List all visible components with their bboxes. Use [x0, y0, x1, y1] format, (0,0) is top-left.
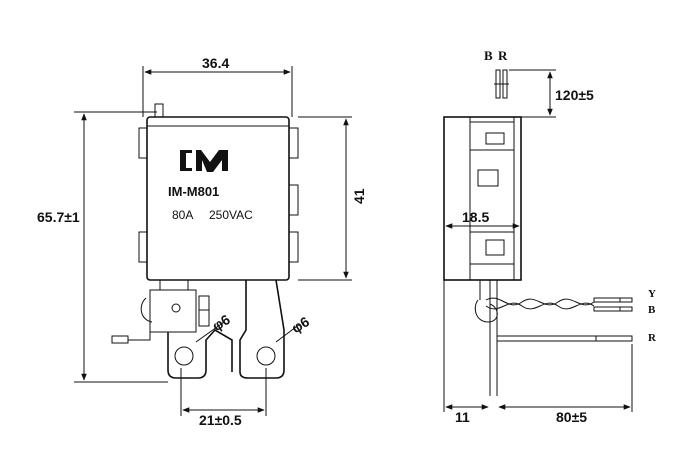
right-terminal-hole	[256, 346, 276, 366]
connector-block	[149, 289, 197, 333]
side-view: B R 120±5 18.5 Y B R 11	[443, 48, 657, 425]
top-label-r: R	[498, 48, 508, 63]
dim-depth: 18.5	[462, 209, 489, 225]
right-hole-dim: φ6	[288, 313, 312, 336]
model-label: IM-M801	[168, 184, 219, 199]
dim-width: 36.4	[202, 55, 229, 71]
rating-current: 80A	[172, 208, 193, 222]
side-body	[443, 116, 522, 281]
brand-logo: IM	[180, 150, 228, 172]
dim-wire-length: 80±5	[556, 409, 587, 425]
dim-terminal-pitch: 21±0.5	[199, 412, 242, 428]
dim-total-height: 65.7±1	[37, 209, 80, 225]
label-b: B	[648, 304, 656, 316]
label-y: Y	[648, 288, 656, 300]
lead-wire	[128, 332, 151, 341]
left-terminal	[167, 328, 233, 379]
top-label-b: B	[484, 48, 493, 63]
front-view: IM IM-M801 80A 250VAC φ6 φ6 36.4	[37, 55, 367, 428]
label-r: R	[648, 332, 657, 344]
dim-body-height: 41	[351, 188, 367, 204]
rating-voltage: 250VAC	[209, 208, 253, 222]
right-terminal	[239, 279, 285, 379]
dim-wire-top: 120±5	[555, 87, 594, 103]
dim-offset: 11	[455, 409, 470, 425]
top-tab	[154, 103, 164, 118]
left-terminal-hole	[174, 346, 194, 366]
twisted-wire	[485, 297, 595, 306]
left-hole-dim: φ6	[209, 311, 233, 334]
